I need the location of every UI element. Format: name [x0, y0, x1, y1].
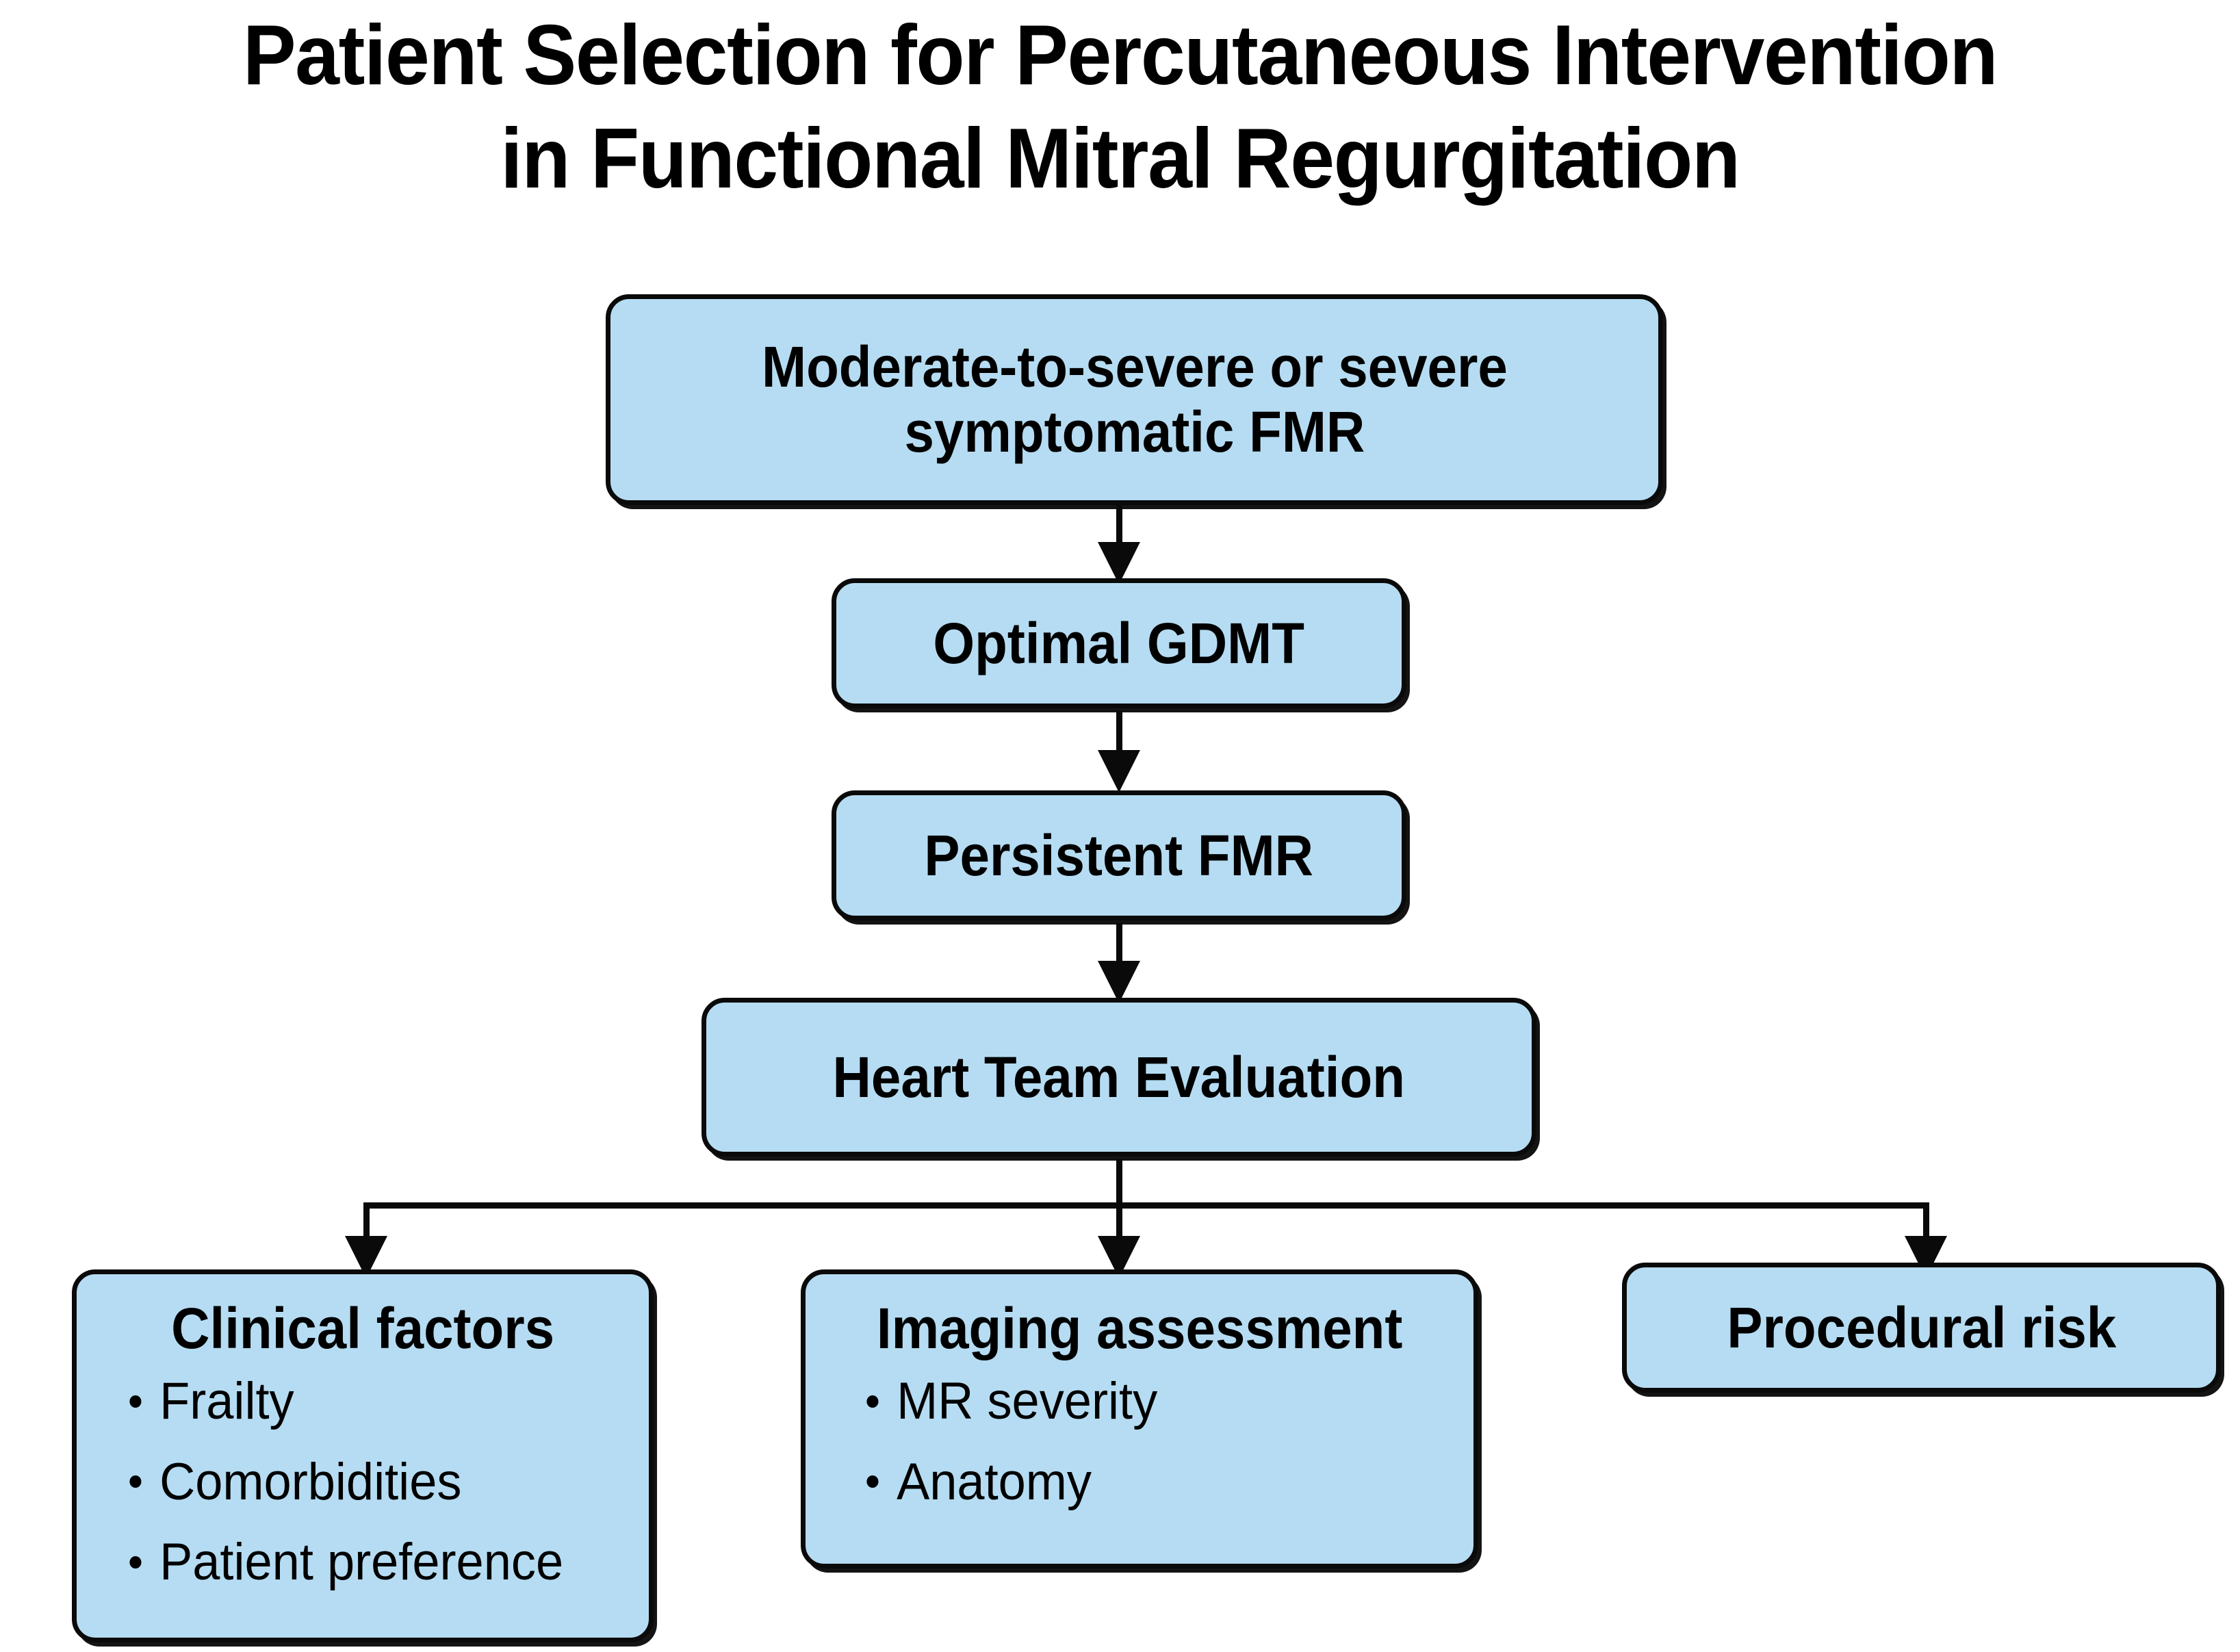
node-title: Heart Team Evaluation	[832, 1044, 1406, 1109]
list-item: MR severity	[859, 1371, 1157, 1432]
node-clinical-factors[interactable]: Clinical factors Frailty Comorbidities P…	[72, 1269, 654, 1642]
node-imaging-assessment[interactable]: Imaging assessment MR severity Anatomy	[801, 1269, 1478, 1569]
connector-branch-bar	[366, 1202, 1929, 1209]
imaging-assessment-list: MR severity Anatomy	[859, 1371, 1173, 1512]
bullet-icon	[866, 1475, 879, 1488]
node-procedural-risk[interactable]: Procedural risk	[1622, 1263, 2221, 1393]
bullet-icon	[866, 1395, 879, 1408]
node-title: Moderate-to-severe or severe symptomatic…	[761, 335, 1508, 464]
list-item-label: Frailty	[159, 1371, 294, 1430]
connector-branch-right-line	[1923, 1202, 1929, 1241]
node-title: Procedural risk	[1727, 1295, 2116, 1360]
connector-gdmt-to-persistent-line	[1116, 710, 1122, 753]
bullet-icon	[129, 1556, 142, 1569]
list-item-label: Patient preference	[159, 1533, 564, 1592]
list-item: Frailty	[122, 1371, 563, 1432]
connector-branch-left-line	[363, 1202, 370, 1241]
list-item: Patient preference	[122, 1532, 563, 1593]
node-heart-team-evaluation[interactable]: Heart Team Evaluation	[701, 998, 1536, 1157]
bullet-icon	[129, 1475, 142, 1488]
figure-title-line-2: in Functional Mitral Regurgitation	[500, 112, 1740, 207]
node-title: Persistent FMR	[924, 823, 1314, 888]
arrow-head-icon	[1098, 961, 1140, 1003]
bullet-icon	[129, 1395, 142, 1408]
arrow-head-icon	[1098, 750, 1140, 792]
list-item-label: Anatomy	[897, 1452, 1092, 1511]
node-optimal-gdmt[interactable]: Optimal GDMT	[832, 578, 1406, 708]
node-title: Imaging assessment	[876, 1296, 1403, 1360]
clinical-factors-list: Frailty Comorbidities Patient preference	[122, 1371, 587, 1593]
connector-fmr-to-gdmt-line	[1116, 505, 1122, 546]
figure-title: Patient Selection for Percutaneous Inter…	[67, 4, 2173, 211]
list-item: Comorbidities	[122, 1451, 563, 1513]
connector-branch-trunk	[1116, 1159, 1122, 1208]
node-title: Optimal GDMT	[933, 610, 1305, 675]
node-title: Clinical factors	[170, 1296, 555, 1360]
connector-persistent-to-heart-team-line	[1116, 922, 1122, 965]
node-persistent-fmr[interactable]: Persistent FMR	[832, 790, 1406, 920]
connector-branch-center-line	[1116, 1202, 1122, 1241]
list-item-label: MR severity	[897, 1371, 1158, 1430]
node-moderate-to-severe-fmr[interactable]: Moderate-to-severe or severe symptomatic…	[606, 294, 1663, 505]
list-item-label: Comorbidities	[159, 1452, 462, 1511]
figure-title-line-1: Patient Selection for Percutaneous Inter…	[242, 8, 1998, 103]
list-item: Anatomy	[859, 1451, 1157, 1513]
arrow-head-icon	[1098, 542, 1140, 584]
